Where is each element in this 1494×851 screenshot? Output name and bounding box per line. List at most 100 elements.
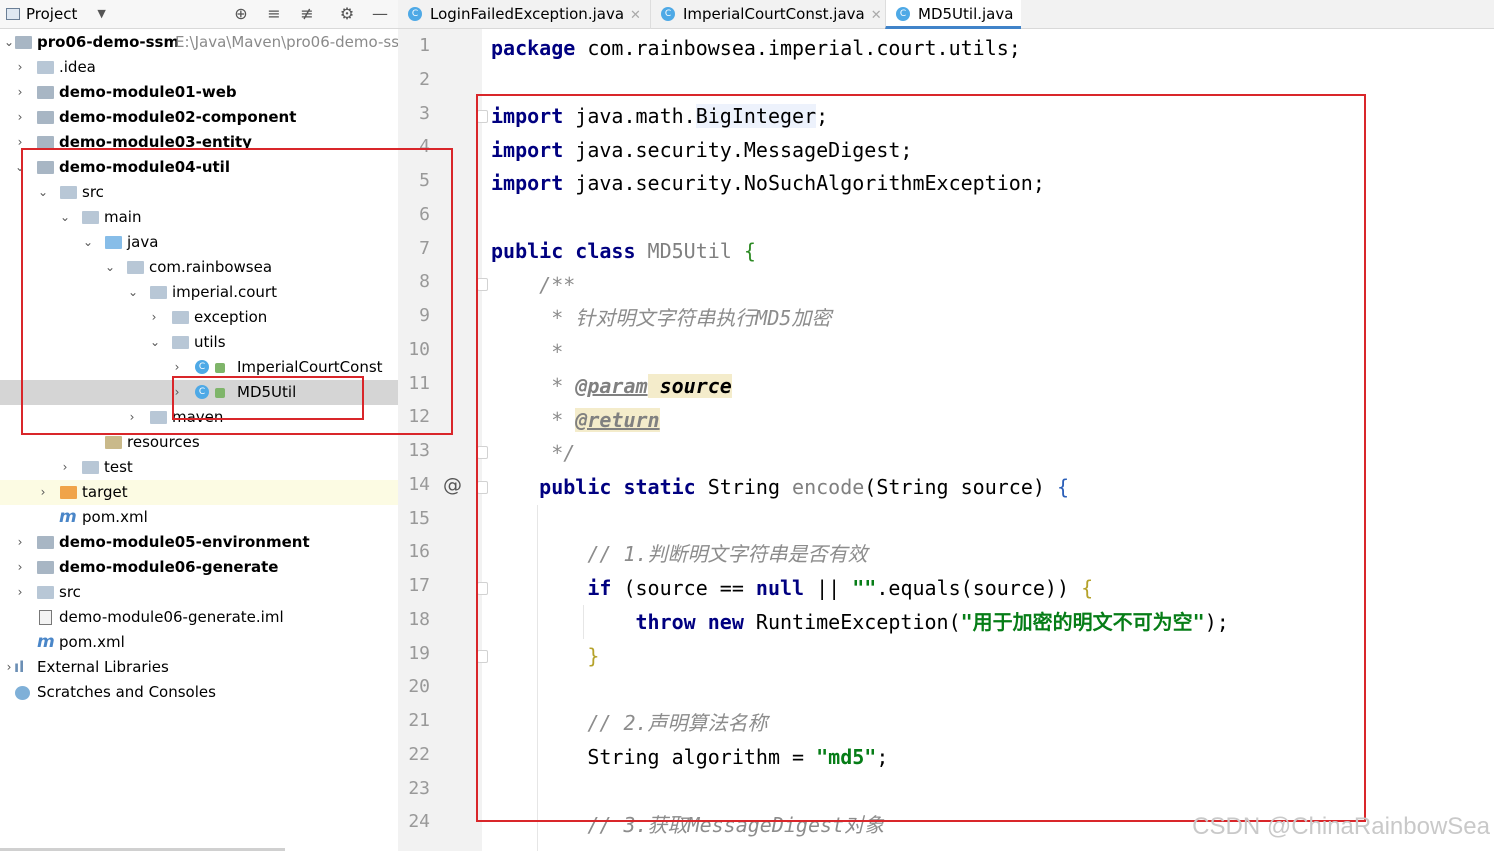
tree-item-src-root[interactable]: › src xyxy=(0,580,398,605)
code-line-9: * 针对明文字符串执行MD5加密 xyxy=(491,306,832,330)
tree-item-test[interactable]: › test xyxy=(0,455,398,480)
line-number: 14 xyxy=(408,473,430,495)
expand-all-icon[interactable]: ≡ xyxy=(267,4,281,23)
code-line-16: // 1.判断明文字符串是否有效 xyxy=(491,542,868,566)
tree-item-label: pro06-demo-ssm xyxy=(37,33,180,51)
code-line-24: // 3.获取MessageDigest对象 xyxy=(491,813,885,837)
tree-item-external-libraries[interactable]: › ıl External Libraries xyxy=(0,655,398,680)
tree-item-target[interactable]: › target xyxy=(0,480,398,505)
maven-icon: m xyxy=(37,632,55,652)
watermark: CSDN @ChinaRainbowSea xyxy=(1192,813,1490,840)
tree-item-label: ImperialCourtConst xyxy=(237,358,383,376)
tree-item-label: test xyxy=(104,458,133,476)
module-folder-icon xyxy=(37,536,54,549)
chevron-down-icon: ⌄ xyxy=(104,260,116,274)
code-line-18: throw new RuntimeException("用于加密的明文不可为空"… xyxy=(491,610,1229,634)
code-line-13: */ xyxy=(491,441,576,465)
tree-item-label: demo-module04-util xyxy=(59,158,230,176)
folder-icon xyxy=(82,461,99,474)
module-folder-icon xyxy=(15,36,32,49)
class-icon: C xyxy=(195,385,209,399)
tree-item-label: demo-module01-web xyxy=(59,83,237,101)
line-number: 15 xyxy=(408,507,430,529)
tree-item-label: demo-module02-component xyxy=(59,108,297,126)
project-panel-icon xyxy=(6,8,20,20)
tree-item-label: maven xyxy=(172,408,224,426)
code-line-17: if (source == null || "".equals(source))… xyxy=(491,576,1094,600)
code-line-5: import java.security.NoSuchAlgorithmExce… xyxy=(491,171,1045,195)
project-view-selector[interactable]: Project ▼ xyxy=(6,4,106,24)
tree-item-src[interactable]: ⌄ src xyxy=(0,180,398,205)
tree-item-exception[interactable]: › exception xyxy=(0,305,398,330)
tree-item-label: pom.xml xyxy=(59,633,125,651)
tree-item-scratches[interactable]: Scratches and Consoles xyxy=(0,680,398,705)
tree-item-imperialcourtconst[interactable]: › C ImperialCourtConst xyxy=(0,355,398,380)
line-number: 16 xyxy=(408,541,430,563)
tree-item-module01[interactable]: › demo-module01-web xyxy=(0,80,398,105)
tree-item-label: src xyxy=(82,183,104,201)
tab-label: MD5Util.java xyxy=(918,5,1014,23)
line-number: 9 xyxy=(419,305,430,326)
override-marker-icon[interactable]: @ xyxy=(443,474,462,496)
tree-item-maven[interactable]: › maven xyxy=(0,405,398,430)
tree-item-main[interactable]: ⌄ main xyxy=(0,205,398,230)
tree-item-idea[interactable]: › .idea xyxy=(0,55,398,80)
tree-item-module02[interactable]: › demo-module02-component xyxy=(0,105,398,130)
tree-item-module03[interactable]: › demo-module03-entity xyxy=(0,130,398,155)
line-number: 3 xyxy=(419,102,430,124)
module-folder-icon xyxy=(37,161,54,174)
tree-item-root[interactable]: ⌄ pro06-demo-ssm E:\Java\Maven\pro06-dem… xyxy=(0,30,398,55)
tree-item-pom-root[interactable]: m pom.xml xyxy=(0,630,398,655)
tree-item-label: resources xyxy=(127,433,200,451)
line-number: 19 xyxy=(408,642,430,664)
indent-guide xyxy=(583,605,584,639)
tree-item-utils[interactable]: ⌄ utils xyxy=(0,330,398,355)
horizontal-scrollbar[interactable] xyxy=(0,848,285,851)
chevron-right-icon: › xyxy=(17,560,23,574)
annotation-box-module xyxy=(21,148,453,435)
tree-item-md5util[interactable]: › C MD5Util xyxy=(0,380,398,405)
chevron-down-icon: ▼ xyxy=(97,7,106,20)
package-icon xyxy=(127,261,144,274)
code-line-4: import java.security.MessageDigest; xyxy=(491,138,913,162)
excluded-folder-icon xyxy=(60,486,77,499)
chevron-down-icon: ⌄ xyxy=(59,210,71,224)
tree-item-label: target xyxy=(82,483,128,501)
collapse-all-icon[interactable]: ≢ xyxy=(300,4,314,23)
line-number: 4 xyxy=(419,136,430,158)
minimize-icon[interactable]: — xyxy=(372,4,388,23)
tree-item-imperial-court[interactable]: ⌄ imperial.court xyxy=(0,280,398,305)
line-number: 23 xyxy=(408,777,430,799)
tree-item-module04[interactable]: ⌄ demo-module04-util xyxy=(0,155,398,180)
close-icon[interactable]: ✕ xyxy=(870,8,882,23)
folder-icon xyxy=(82,211,99,224)
tree-item-com-rainbowsea[interactable]: ⌄ com.rainbowsea xyxy=(0,255,398,280)
tree-item-module06[interactable]: › demo-module06-generate xyxy=(0,555,398,580)
line-number: 7 xyxy=(419,237,430,259)
gear-icon[interactable]: ⚙ xyxy=(339,4,355,23)
tree-item-java[interactable]: ⌄ java xyxy=(0,230,398,255)
resources-folder-icon xyxy=(105,436,122,449)
crosshair-icon[interactable]: ⊕ xyxy=(234,4,248,23)
line-number: 10 xyxy=(408,338,430,360)
source-folder-icon xyxy=(105,236,122,249)
package-icon xyxy=(172,311,189,324)
folder-icon xyxy=(37,61,54,74)
code-line-8: /** xyxy=(491,273,576,297)
tree-item-label: External Libraries xyxy=(37,658,169,676)
tree-item-module05[interactable]: › demo-module05-environment xyxy=(0,530,398,555)
tree-item-iml[interactable]: demo-module06-generate.iml xyxy=(0,605,398,630)
code-line-22: String algorithm = "md5"; xyxy=(491,745,889,769)
tree-item-resources[interactable]: resources xyxy=(0,430,398,455)
class-icon: C xyxy=(661,6,675,21)
chevron-right-icon: › xyxy=(17,60,23,74)
line-number: 8 xyxy=(419,271,430,293)
code-editor[interactable] xyxy=(482,29,1494,851)
lock-icon xyxy=(215,388,225,398)
close-icon[interactable]: ✕ xyxy=(630,8,641,23)
module-folder-icon xyxy=(37,561,54,574)
tree-item-pom-module04[interactable]: m pom.xml xyxy=(0,505,398,530)
